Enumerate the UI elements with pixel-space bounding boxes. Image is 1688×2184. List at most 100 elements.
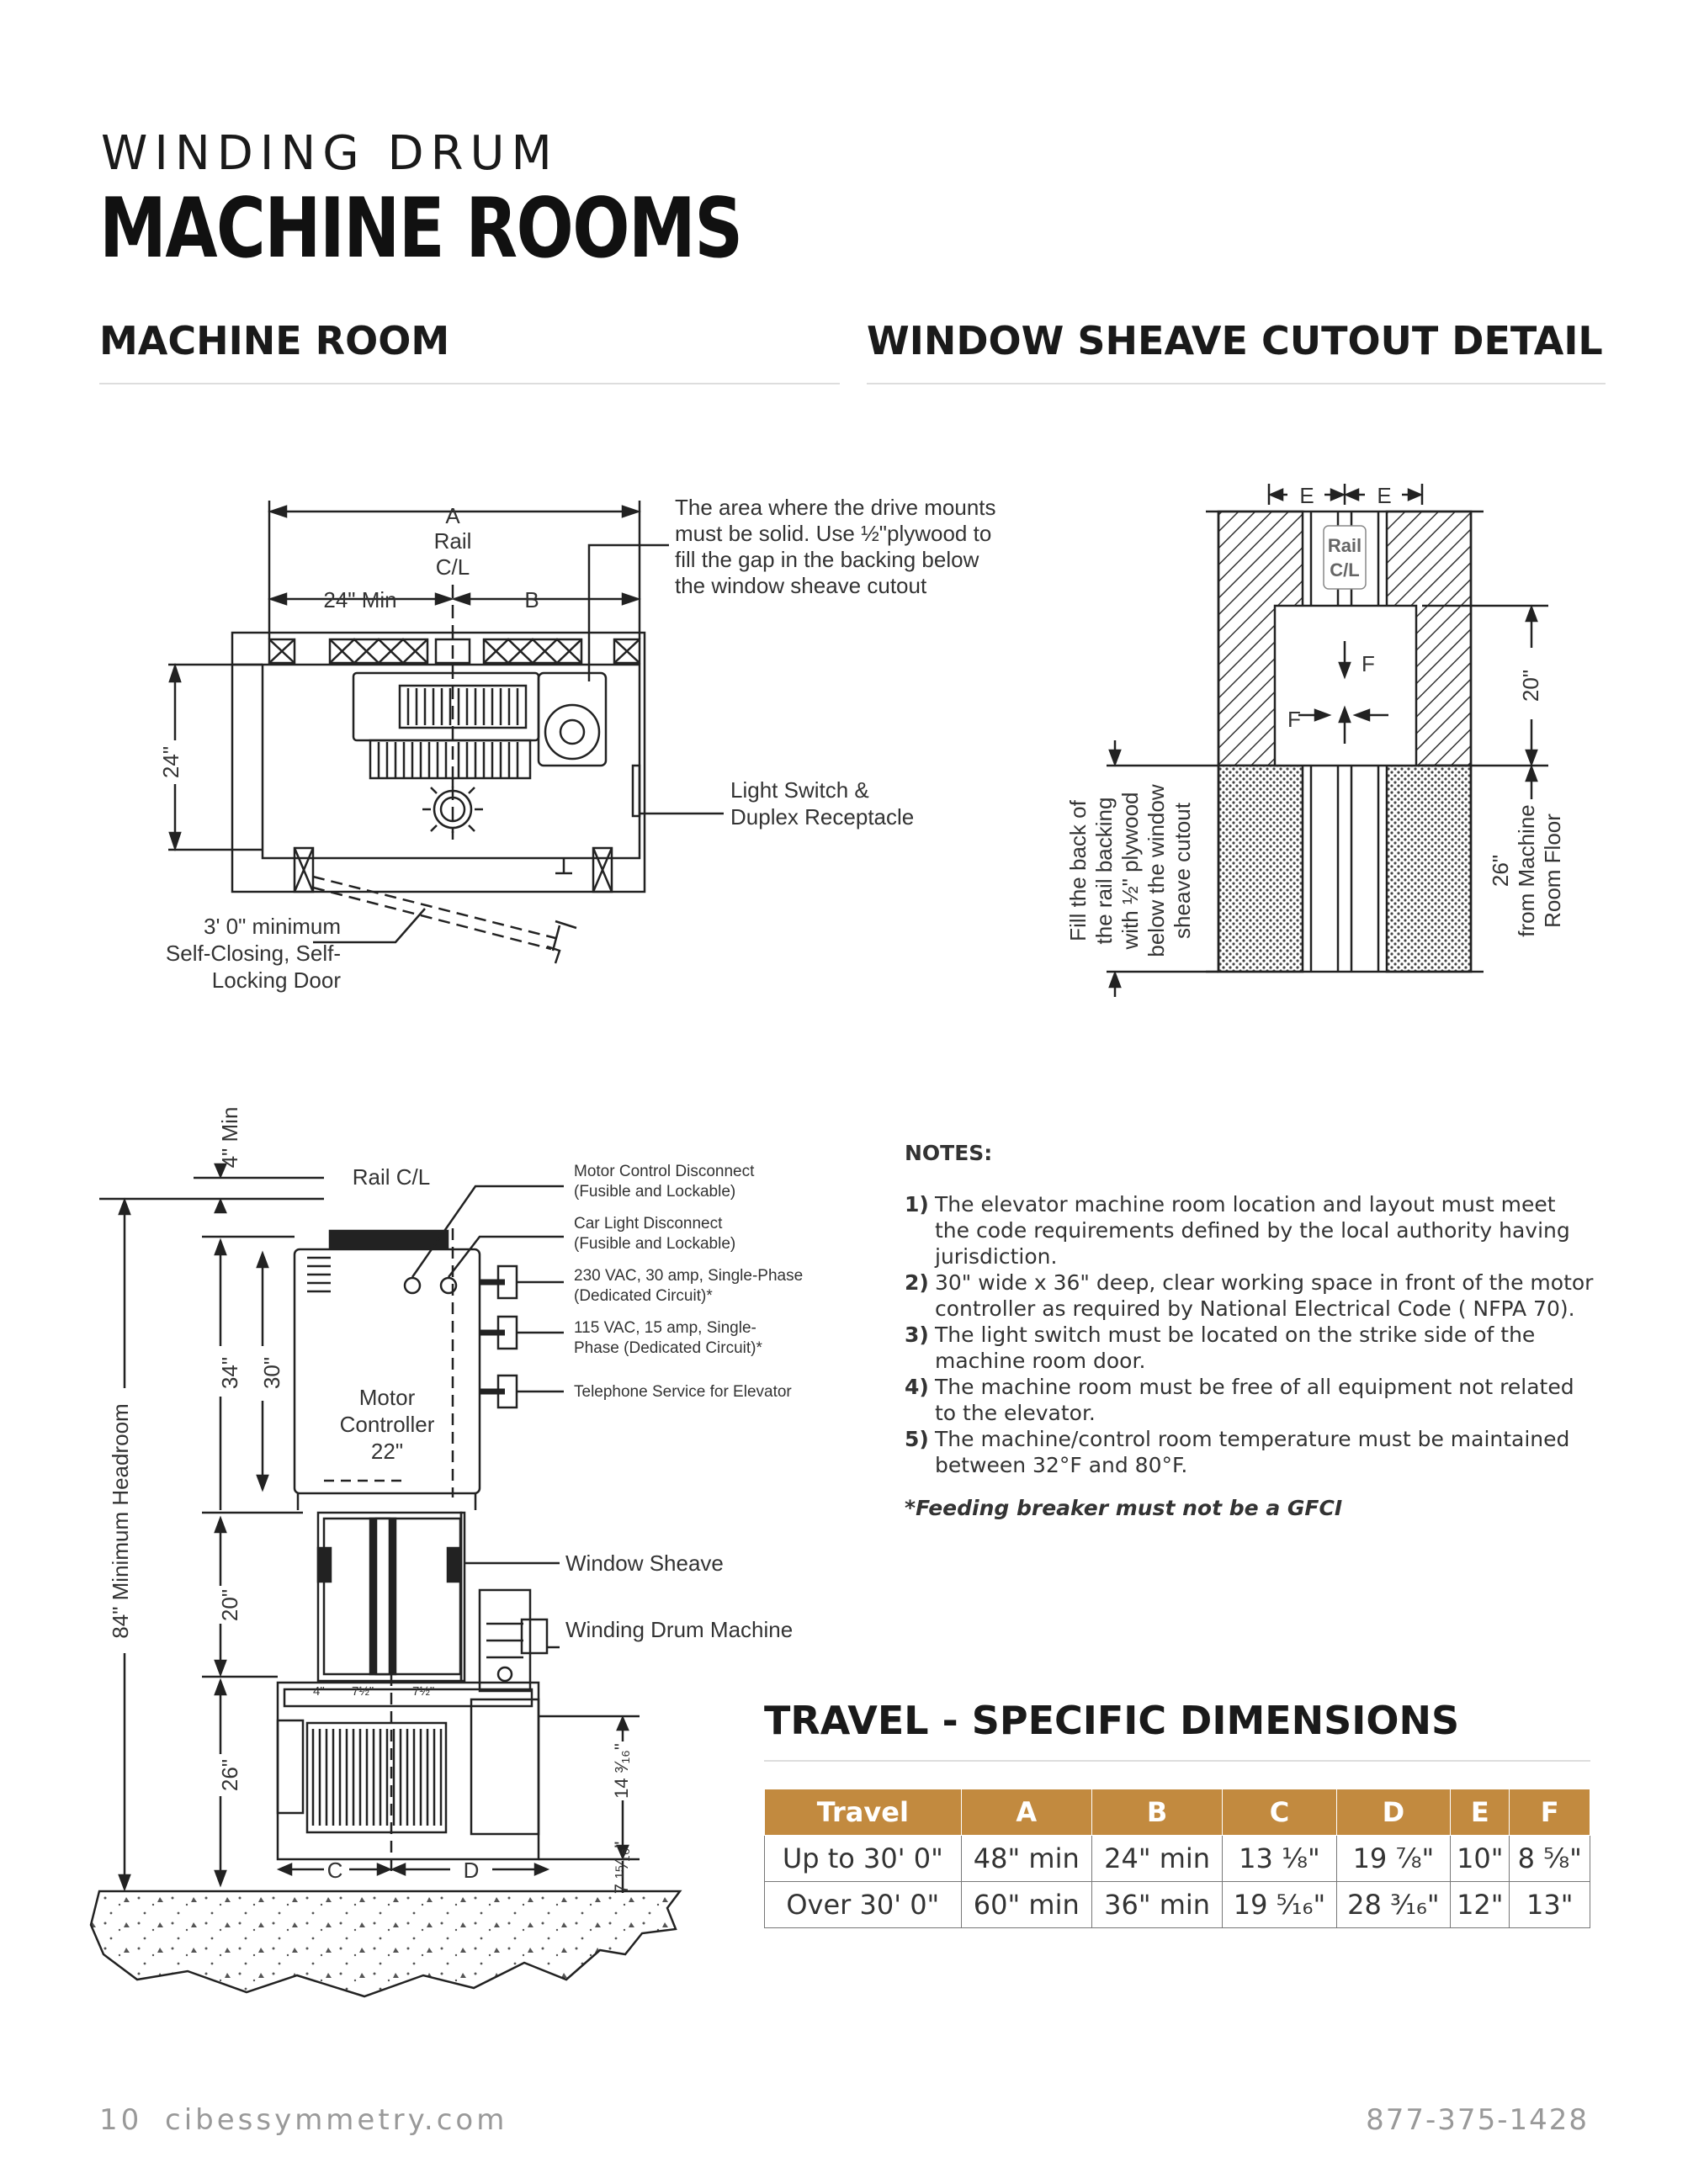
fill-note-line: with ½" plywood [1117, 792, 1143, 951]
table-cell: 48" min [960, 1835, 1092, 1882]
callout-car-light-disconnect: Car Light Disconnect [574, 1215, 723, 1232]
table-cell: Up to 30' 0" [764, 1835, 962, 1882]
label-26: 26" [217, 1759, 242, 1791]
section-rule [764, 1760, 1590, 1762]
drive-note-line: fill the gap in the backing below [675, 547, 979, 572]
footer-phone[interactable]: 877-375-1428 [1366, 2103, 1589, 2137]
light-switch-label: Duplex Receptacle [730, 804, 914, 830]
label-26: 26" [1488, 855, 1513, 887]
controller-label: 22" [371, 1439, 403, 1464]
drive-note-line: the window sheave cutout [675, 573, 927, 598]
note-text: The elevator machine room location and l… [935, 1192, 1570, 1269]
machine-room-plan-labels: A Rail C/L 24" Min B 24" The area where … [158, 495, 996, 993]
table-header-cell: Travel [764, 1789, 962, 1836]
callout-motor-control-disconnect: Motor Control Disconnect [574, 1163, 755, 1180]
table-cell: 19 ⁵⁄₁₆" [1222, 1881, 1337, 1928]
table-cell: 24" min [1091, 1835, 1224, 1882]
callout-115vac: 115 VAC, 15 amp, Single- [574, 1319, 756, 1337]
label-e: E [1377, 483, 1391, 508]
label-rail: Rail [1328, 535, 1362, 556]
note-text: The machine/control room temperature mus… [935, 1427, 1570, 1477]
notes-footnote: *Feeding breaker must not be a GFCI [905, 1496, 1343, 1520]
table-cell: 19 ⅞" [1335, 1835, 1452, 1882]
note-text: The machine room must be free of all equ… [935, 1375, 1574, 1425]
label-14: 14 ³⁄₁₆" [611, 1743, 632, 1799]
table-header-cell: F [1509, 1789, 1590, 1836]
table-cell: 8 ⅝" [1509, 1835, 1590, 1882]
note-number: 1) [905, 1192, 929, 1217]
table-cell: 36" min [1091, 1881, 1224, 1928]
section-window-sheave: WINDOW SHEAVE CUTOUT DETAIL [867, 318, 1603, 363]
table-cell: 28 ³⁄₁₆" [1335, 1881, 1452, 1928]
callout-winding-drum-machine: Winding Drum Machine [565, 1617, 793, 1642]
callout-motor-control-disconnect: (Fusible and Lockable) [574, 1183, 735, 1201]
door-label: Locking Door [212, 967, 342, 993]
label-f: F [1287, 707, 1301, 732]
label-4: 4" [313, 1684, 325, 1699]
notes-title: NOTES: [905, 1141, 993, 1165]
callout-230vac: (Dedicated Circuit)* [574, 1287, 713, 1305]
door-label: Self-Closing, Self- [166, 941, 341, 966]
callout-230vac: 230 VAC, 30 amp, Single-Phase [574, 1267, 803, 1285]
callout-telephone: Telephone Service for Elevator [574, 1383, 792, 1401]
note-item: 5)The machine/control room temperature m… [905, 1426, 1595, 1478]
note-item: 4)The machine room must be free of all e… [905, 1374, 1595, 1426]
callout-window-sheave: Window Sheave [565, 1551, 724, 1576]
label-cl: C/L [1330, 559, 1359, 580]
table-cell: 13 ⅛" [1222, 1835, 1337, 1882]
fill-note-line: the rail backing [1091, 798, 1117, 945]
label-20: 20" [1518, 670, 1543, 702]
table-header-cell: B [1091, 1789, 1224, 1836]
table-cell: 60" min [960, 1881, 1092, 1928]
label-rail: Rail [434, 528, 472, 554]
notes-list: 1)The elevator machine room location and… [905, 1191, 1595, 1478]
fill-note-line: sheave cutout [1170, 802, 1195, 939]
label-d: D [464, 1858, 480, 1883]
window-sheave-labels: E E Rail C/L F F 20" 26" from Machine Ro… [1065, 483, 1565, 957]
machine-room-elevation [89, 1163, 682, 1998]
label-cl: C/L [436, 554, 470, 580]
drive-note-line: The area where the drive mounts [675, 495, 996, 520]
label-from-floor: Room Floor [1540, 814, 1565, 928]
section-travel: TRAVEL - SPECIFIC DIMENSIONS [764, 1698, 1460, 1743]
light-switch-label: Light Switch & [730, 777, 869, 803]
table-header-cell: A [960, 1789, 1092, 1836]
table-cell: Over 30' 0" [764, 1881, 962, 1928]
section-rule [99, 383, 840, 384]
table-cell: 10" [1450, 1835, 1510, 1882]
label-c: C [327, 1858, 343, 1883]
controller-label: Motor [359, 1385, 416, 1410]
label-f: F [1362, 651, 1375, 676]
table-cell: 13" [1509, 1881, 1590, 1928]
table-header-cell: E [1450, 1789, 1510, 1836]
table-header-cell: C [1222, 1789, 1337, 1836]
label-20: 20" [217, 1589, 242, 1621]
table-header-cell: D [1335, 1789, 1452, 1836]
label-34: 34" [217, 1357, 242, 1389]
door-label: 3' 0" minimum [204, 914, 341, 939]
notes-panel: NOTES: 1)The elevator machine room locat… [905, 1140, 1595, 1521]
footer-page-number: 10 [99, 2103, 143, 2137]
page-title: MACHINE ROOMS [99, 181, 743, 277]
label-e: E [1299, 483, 1314, 508]
callout-car-light-disconnect: (Fusible and Lockable) [574, 1235, 735, 1253]
footer-site[interactable]: cibessymmetry.com [165, 2103, 508, 2137]
label-depth-24: 24" [158, 746, 183, 778]
machine-room-elevation-labels: 4" Min 84" Minimum Headroom Rail C/L 34"… [108, 1107, 803, 1895]
label-rail-cl: Rail C/L [353, 1164, 430, 1190]
label-headroom: 84" Minimum Headroom [108, 1403, 133, 1638]
note-text: The light switch must be located on the … [935, 1323, 1536, 1373]
window-sheave-cutout [1107, 484, 1548, 997]
section-machine-room: MACHINE ROOM [99, 318, 450, 363]
note-number: 2) [905, 1270, 929, 1295]
note-number: 5) [905, 1427, 929, 1451]
note-item: 3)The light switch must be located on th… [905, 1322, 1595, 1374]
label-30: 30" [259, 1357, 284, 1389]
page-kicker: WINDING DRUM [101, 126, 559, 181]
note-item: 2)30" wide x 36" deep, clear working spa… [905, 1270, 1595, 1322]
